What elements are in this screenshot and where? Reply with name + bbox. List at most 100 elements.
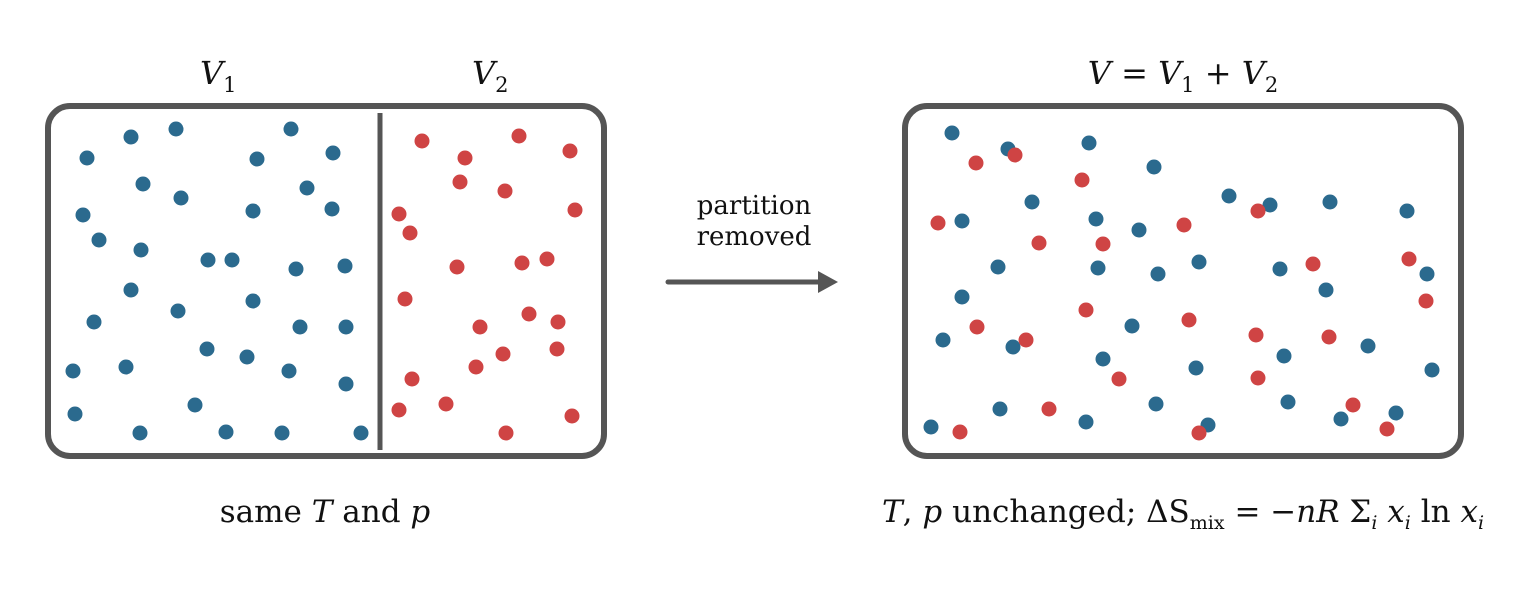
particle (1419, 266, 1435, 282)
particle (1318, 282, 1334, 298)
particle (1018, 332, 1034, 348)
particle (91, 232, 107, 248)
particle (274, 425, 290, 441)
particle (67, 406, 83, 422)
particle (1305, 256, 1321, 272)
particle (498, 425, 514, 441)
particle (1078, 414, 1094, 430)
particle (1262, 197, 1278, 213)
particle (288, 261, 304, 277)
arrow-head-icon (818, 271, 838, 293)
particle (325, 145, 341, 161)
before-panel: V1 V2 same T and p (45, 54, 607, 530)
particle (402, 225, 418, 241)
particle (199, 341, 215, 357)
particle (1191, 425, 1207, 441)
particle (1081, 135, 1097, 151)
particle (187, 397, 203, 413)
before-caption: same T and p (220, 494, 431, 530)
particle (1090, 260, 1106, 276)
particle (1360, 338, 1376, 354)
arrow-label-line2: removed (697, 222, 812, 252)
particle (449, 259, 465, 275)
particle (1005, 339, 1021, 355)
particle (299, 180, 315, 196)
particle (954, 289, 970, 305)
label-v1: V1 (200, 54, 236, 97)
particle (923, 419, 939, 435)
particle (65, 363, 81, 379)
particle (281, 363, 297, 379)
particle (1124, 318, 1140, 334)
particle (1148, 396, 1164, 412)
particle (954, 213, 970, 229)
particle (1007, 147, 1023, 163)
particle (935, 332, 951, 348)
after-caption: T, p unchanged; ΔSmix = −nR Σi xi ln xi (882, 494, 1484, 534)
particle (1250, 203, 1266, 219)
before-container (45, 103, 607, 459)
particle (173, 190, 189, 206)
particle (992, 401, 1008, 417)
particle (1333, 411, 1349, 427)
particle (497, 183, 513, 199)
particle (168, 121, 184, 137)
particle (1078, 302, 1094, 318)
particle (397, 291, 413, 307)
particle (495, 346, 511, 362)
particle (562, 143, 578, 159)
particle (249, 151, 265, 167)
particle (521, 306, 537, 322)
particle (391, 402, 407, 418)
particle (200, 252, 216, 268)
particle (132, 425, 148, 441)
particle (969, 319, 985, 335)
particle (324, 201, 340, 217)
species-a-particles-left (65, 121, 369, 441)
particle (452, 174, 468, 190)
particle (391, 206, 407, 222)
particle (944, 125, 960, 141)
particle (245, 203, 261, 219)
particle (79, 150, 95, 166)
particle (550, 314, 566, 330)
particle (218, 424, 234, 440)
label-v2: V2 (472, 54, 508, 97)
particle (1322, 194, 1338, 210)
particle (123, 129, 139, 145)
particle (1248, 327, 1264, 343)
particle (468, 359, 484, 375)
particle (1191, 254, 1207, 270)
particle (338, 376, 354, 392)
particle (1111, 371, 1127, 387)
after-container (902, 103, 1464, 459)
particle (1041, 401, 1057, 417)
particle (1272, 261, 1288, 277)
particle (1074, 172, 1090, 188)
particle (75, 207, 91, 223)
particle (1401, 251, 1417, 267)
particle (1131, 222, 1147, 238)
particle (457, 150, 473, 166)
particle (514, 255, 530, 271)
process-arrow: partition removed (665, 191, 838, 293)
particle (170, 303, 186, 319)
particle (1276, 348, 1292, 364)
particle (968, 155, 984, 171)
particle (86, 314, 102, 330)
particle (1418, 293, 1434, 309)
particle (1399, 203, 1415, 219)
particle (135, 176, 151, 192)
particle (1388, 405, 1404, 421)
particle (1146, 159, 1162, 175)
particle (1095, 236, 1111, 252)
particle (292, 319, 308, 335)
particle (283, 121, 299, 137)
particle (952, 424, 968, 440)
particle (1424, 362, 1440, 378)
particle (239, 349, 255, 365)
arrow-label-line1: partition (697, 191, 812, 221)
particle (414, 133, 430, 149)
particle (930, 215, 946, 231)
